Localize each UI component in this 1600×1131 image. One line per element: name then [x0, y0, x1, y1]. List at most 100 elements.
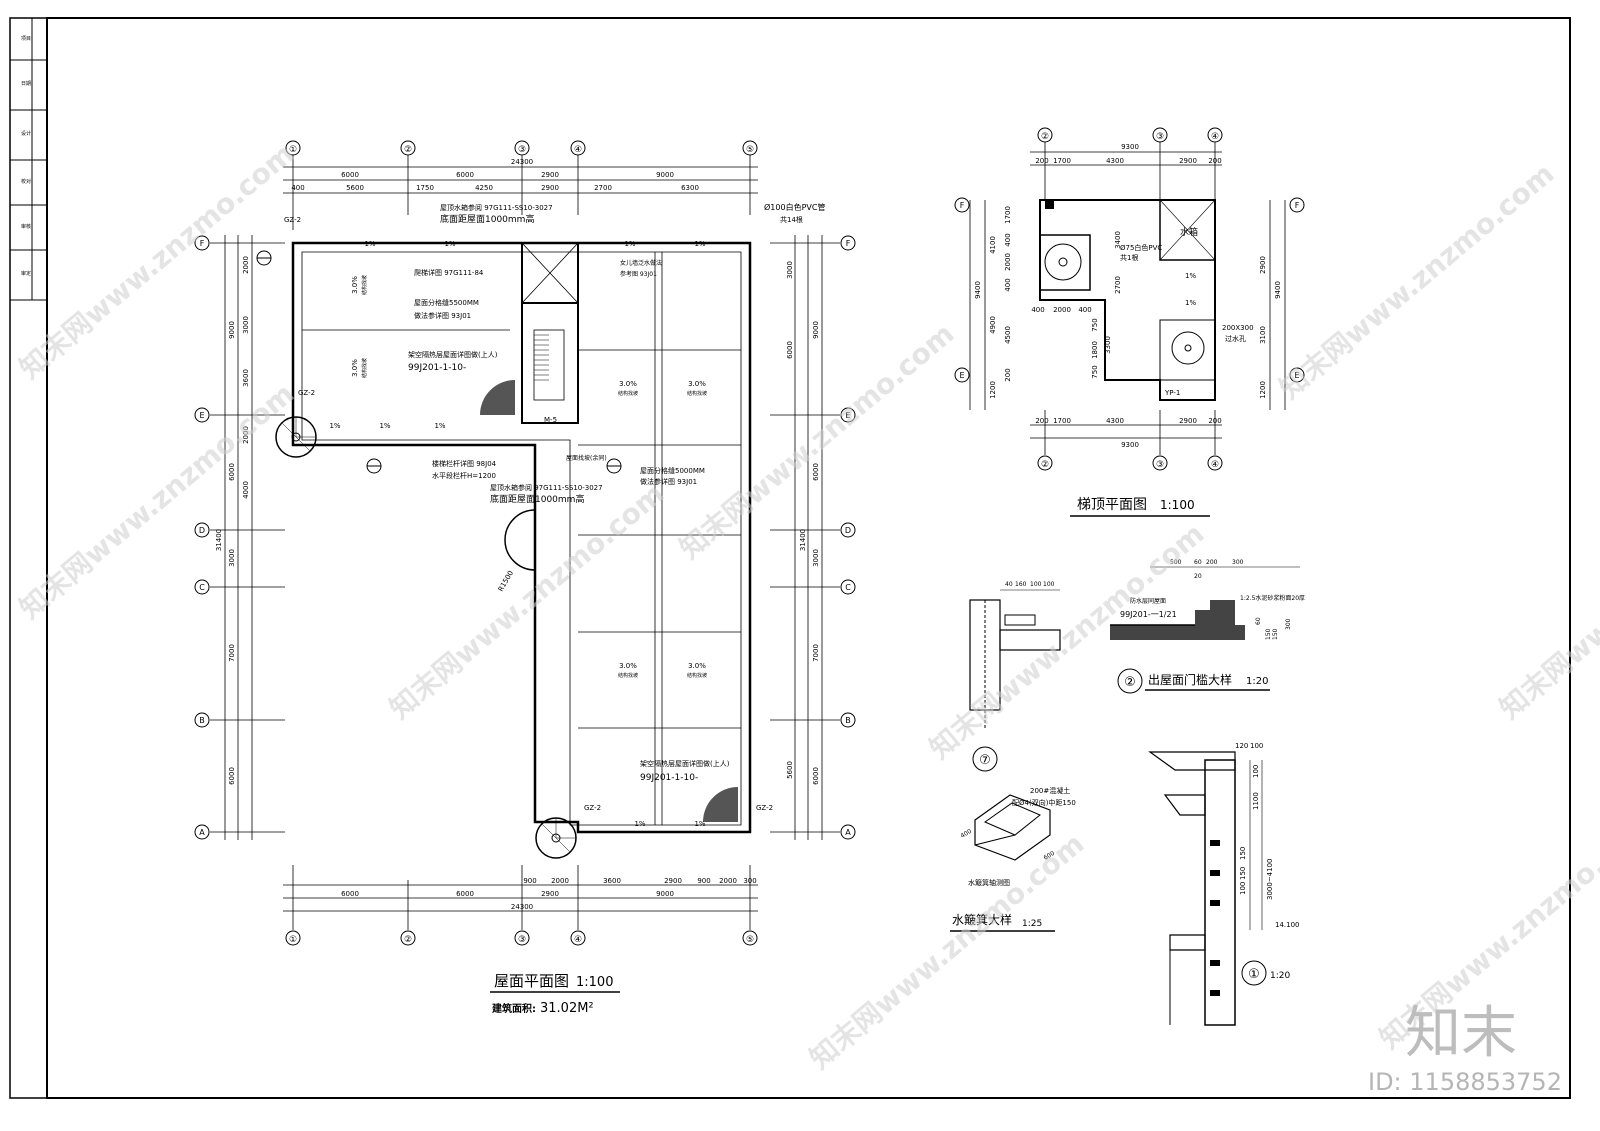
title-block-cell: 审核: [21, 223, 31, 230]
tag: GZ-2: [298, 389, 315, 397]
note: 1%: [1185, 299, 1196, 307]
dim: 100: [1030, 581, 1042, 588]
dim: 4000: [242, 481, 250, 499]
dim: 2000: [1053, 306, 1071, 314]
dim: 150: [1239, 847, 1247, 860]
axis-label: C: [199, 583, 205, 592]
dim: 150: [1272, 628, 1279, 640]
detail7-dims: 40 160 100 100: [1005, 581, 1055, 588]
dim-total: 9300: [1121, 441, 1139, 449]
slope: 3.0%: [688, 380, 706, 388]
dim: 20: [1194, 573, 1202, 580]
dim-total: 9300: [1121, 143, 1139, 151]
note: 底面距屋面1000mm高: [490, 493, 584, 505]
dim: 750: [1091, 318, 1099, 331]
axis-label: ④: [574, 935, 582, 945]
dim: 750: [1091, 365, 1099, 378]
door-sill-detail: 500 60 200 300 20 60 150 150 300 防水层同屋面 …: [1110, 559, 1305, 694]
dim: 1200: [1259, 381, 1267, 399]
dim-total: 24300: [511, 903, 533, 911]
dim: 4250: [475, 184, 493, 192]
dim: 3300: [1104, 336, 1112, 354]
note: 屋顶水箱参阅 97G111-SS10-3027: [490, 483, 603, 492]
detail-callouts: [256, 250, 622, 474]
dim: 9000: [656, 890, 674, 898]
dim: 200: [1206, 559, 1218, 566]
note: 做法参详图 93J01: [640, 477, 697, 486]
axis-label: ③: [1156, 132, 1164, 142]
note: 过水孔: [1225, 334, 1246, 343]
axis-label: ①: [289, 145, 297, 155]
dim: 1100: [1252, 792, 1260, 810]
dim: 6000: [341, 171, 359, 179]
dim: 160: [1015, 581, 1027, 588]
dim: 2000: [551, 877, 569, 885]
dim: 120: [1235, 742, 1248, 750]
dim: 9400: [974, 281, 982, 299]
watermark-text: 知末网www.znzmo.com: [803, 827, 1090, 1075]
dim: 2000: [242, 256, 250, 274]
spiral-stair: [275, 416, 577, 859]
parapet-scale: 1:20: [1270, 971, 1290, 981]
dim: 4500: [1004, 326, 1012, 344]
detail-number: ⑦: [979, 753, 991, 768]
dim: 2900: [1259, 256, 1267, 274]
slope: 1%: [634, 820, 645, 828]
dim: 3000: [812, 549, 820, 567]
dim: 9000: [812, 321, 820, 339]
drawing-frame: [46, 17, 1571, 1099]
right-dim-lines: [770, 235, 840, 840]
dim: 150: [1265, 628, 1272, 640]
axis-label: ②: [1041, 460, 1049, 470]
dim: 100: [1239, 882, 1247, 895]
dim: 2900: [1179, 157, 1197, 165]
dim: 2900: [1179, 417, 1197, 425]
dim: 3000: [242, 316, 250, 334]
dim: 100: [1250, 742, 1263, 750]
dim: 9000: [228, 321, 236, 339]
slope: 1%: [364, 240, 375, 248]
dim: 2900: [664, 877, 682, 885]
area-value: 31.02M²: [540, 1001, 594, 1016]
dim: 200: [1208, 417, 1221, 425]
water-box-notes: 200#混凝土 配Ø4(双向)中距150 400 600 水簸箕轴测图: [960, 786, 1076, 887]
dim: 2000: [242, 426, 250, 444]
dim: 5600: [346, 184, 364, 192]
dim: 9000: [656, 171, 674, 179]
dim: 400: [1078, 306, 1091, 314]
axis-label: F: [960, 201, 965, 210]
note: 屋面找坡(余同): [566, 454, 607, 462]
note: 1%: [1185, 272, 1196, 280]
dim: 6000: [812, 463, 820, 481]
dim: 60: [1255, 617, 1262, 625]
dim: 6000: [228, 463, 236, 481]
bottom-dim-lines: [283, 865, 758, 930]
axis-label: E: [845, 411, 850, 420]
dim: 2000: [1004, 253, 1012, 271]
note: 架空隔热层屋面详图做(上人): [408, 350, 498, 359]
tag: GZ-2: [284, 216, 301, 224]
dim: 200: [1035, 157, 1048, 165]
dim: 4300: [1106, 417, 1124, 425]
slope: 1%: [379, 422, 390, 430]
note: 底面距屋面1000mm高: [440, 213, 534, 225]
detail-number: ②: [1124, 675, 1136, 690]
hatch-corner: [480, 380, 515, 415]
dim: 100: [1043, 581, 1055, 588]
slope: 1%: [329, 422, 340, 430]
dim: 4900: [989, 316, 997, 334]
slope: 1%: [694, 820, 705, 828]
dim: 1700: [1004, 206, 1012, 224]
roof-plan: ① ② ③ ④ ⑤ 24300 6000 6000 2900 9000 400 …: [194, 140, 856, 1016]
axis-bubbles-top: ① ② ③ ④ ⑤: [285, 140, 758, 156]
axon-label: 水簸箕轴测图: [968, 878, 1010, 887]
dim: 400: [960, 828, 974, 840]
note: 共14根: [780, 215, 803, 224]
axis-label: ③: [1156, 460, 1164, 470]
note: 防水层同屋面: [1130, 597, 1166, 605]
dim: 400: [291, 184, 304, 192]
note: 屋面分格缝5000MM: [640, 466, 705, 475]
dim: 100: [1252, 765, 1260, 778]
roof-plan-title: 屋面平面图: [494, 972, 569, 990]
